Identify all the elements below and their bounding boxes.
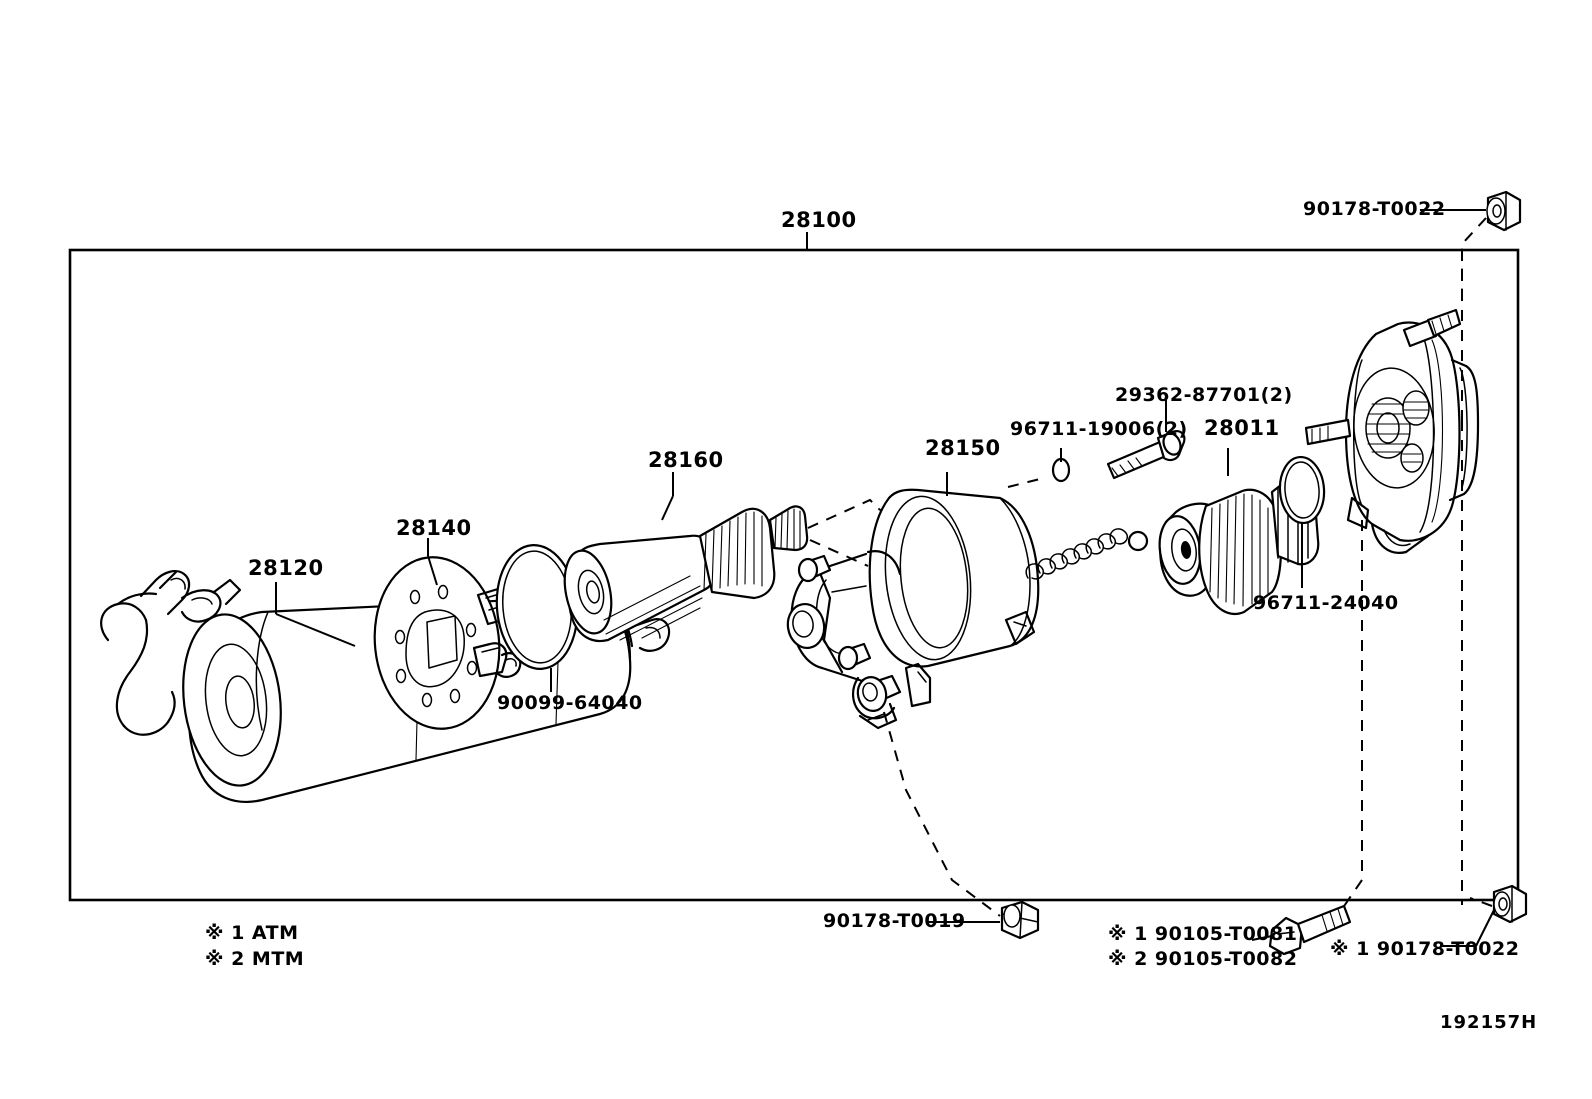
part-nut-bottom-right-90178-T0022 <box>1442 884 1528 947</box>
label-nut-top-90178-T0022: 90178-T0022 <box>1303 198 1446 220</box>
part-armature-28160 <box>563 472 809 643</box>
part-drive-housing <box>1304 308 1480 554</box>
alignment-dashed-housing-bolt <box>1339 520 1363 913</box>
part-steel-ball <box>1127 530 1149 552</box>
label-nut-bottom-90178-T0019: 90178-T0019 <box>823 910 966 932</box>
label-field-frame-28120: 28120 <box>248 556 324 580</box>
part-drive-pinion-28011 <box>1158 448 1320 615</box>
diagram-id: 192157H <box>1440 1012 1538 1033</box>
label-o-ring-small-96711-19006: 96711-19006(2) <box>1010 418 1188 440</box>
legend-item-atm: ※ 1 ATM <box>205 922 299 944</box>
label-armature-28160: 28160 <box>648 448 724 472</box>
footnote-bolt-atm: ※ 1 90105-T0081 <box>1108 923 1298 945</box>
label-o-ring-housing-96711-24040: 96711-24040 <box>1253 592 1399 614</box>
part-brush-holder-28140 <box>373 538 522 730</box>
part-o-ring-large-90099-64040 <box>495 544 579 692</box>
part-nut-top-90178-T0022 <box>1420 190 1522 300</box>
assembly-frame <box>68 232 1520 902</box>
label-brush-holder-28140: 28140 <box>396 516 472 540</box>
footnote-nut-atm: ※ 1 90178-T0022 <box>1330 938 1520 960</box>
label-o-ring-large-90099-64040: 90099-64040 <box>497 692 643 714</box>
label-drive-pinion-28011: 28011 <box>1204 416 1280 440</box>
label-magnetic-switch-28150: 28150 <box>925 436 1001 460</box>
part-return-spring <box>1025 528 1149 580</box>
footnote-bolt-mtm: ※ 2 90105-T0082 <box>1108 948 1298 970</box>
part-o-ring-housing-96711-24040 <box>1278 455 1326 588</box>
label-assembly-28100: 28100 <box>781 208 857 232</box>
part-magnetic-switch-28150 <box>786 472 1040 730</box>
part-o-ring-small-96711-19006 <box>1007 448 1071 488</box>
legend-item-mtm: ※ 2 MTM <box>205 948 305 970</box>
alignment-dashed-bracket-nut <box>883 711 1001 917</box>
part-bolt-bottom-90105 <box>1251 904 1352 956</box>
part-switch-bolt-29362-87701 <box>1106 400 1186 480</box>
part-nut-bottom-90178-T0019 <box>928 900 1040 940</box>
label-switch-bolt-29362-87701: 29362-87701(2) <box>1115 384 1293 406</box>
